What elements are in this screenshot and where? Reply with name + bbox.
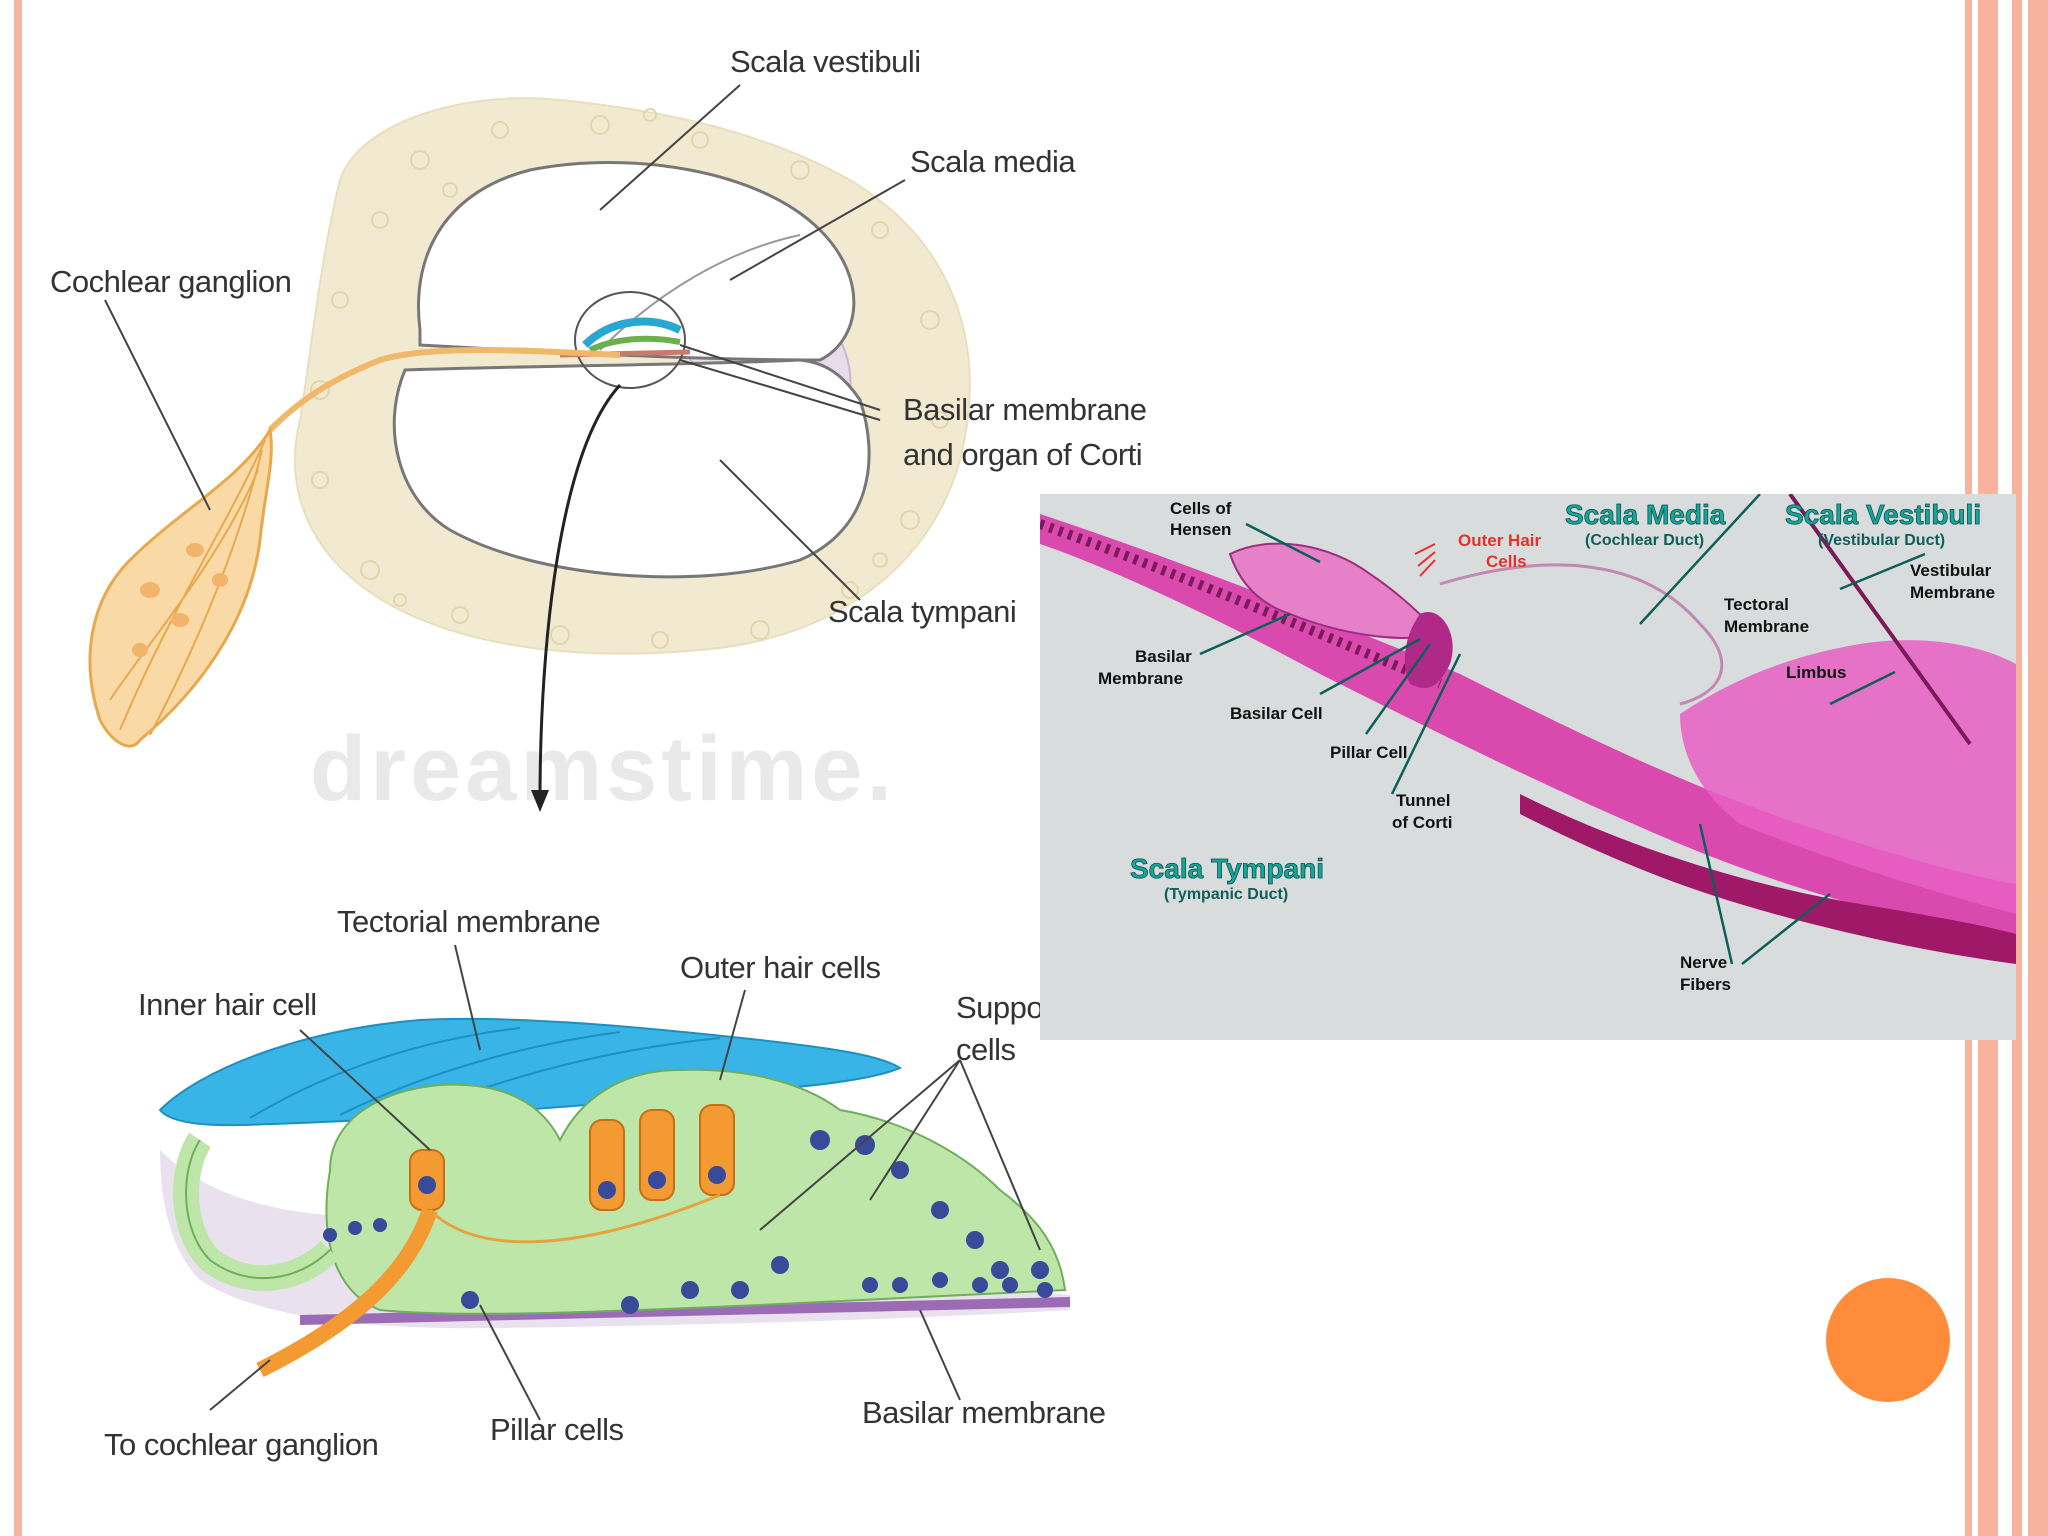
outer-hair-cells	[589, 1104, 735, 1211]
label-scala-tympani-histology: Scala Tympani	[1130, 853, 1324, 884]
scala-vestibuli-chamber	[417, 161, 856, 362]
supporting-tissue	[325, 1068, 1067, 1315]
label-outer-hair-cells-line2: Cells	[1486, 552, 1527, 571]
label-scala-media: Scala media	[910, 144, 1076, 179]
label-pillar-cells: Pillar cells	[490, 1412, 624, 1447]
label-of-corti: of Corti	[1392, 813, 1452, 832]
label-vestibular-duct: (Vestibular Duct)	[1818, 532, 1945, 549]
label-tectoral-membrane: Membrane	[1724, 617, 1809, 636]
afferent-nerve	[256, 1207, 438, 1378]
tectoral-membrane-line	[1439, 563, 1724, 706]
vestibular-membrane-line	[1788, 494, 1972, 746]
label-nerve: Nerve	[1680, 953, 1727, 972]
label-tectorial-membrane: Tectorial membrane	[337, 904, 600, 939]
label-supporting-cells-line2: cells	[956, 1032, 1016, 1067]
label-cells-of: Cells of	[1170, 499, 1232, 518]
label-nerve-fibers: Fibers	[1680, 975, 1731, 994]
label-cochlear-duct: (Cochlear Duct)	[1585, 532, 1704, 549]
accent-circle	[1826, 1278, 1950, 1402]
label-inner-hair-cell: Inner hair cell	[138, 987, 317, 1022]
label-organ-of-corti: and organ of Corti	[903, 437, 1142, 472]
label-tympanic-duct: (Tympanic Duct)	[1164, 886, 1288, 903]
label-vestibular-membrane: Membrane	[1910, 583, 1995, 602]
label-cochlear-ganglion: Cochlear ganglion	[50, 264, 291, 299]
nerve-fiber-band	[1520, 794, 2016, 964]
watermark: dreamstime.	[310, 718, 896, 820]
label-basilar-membrane-bottom: Basilar membrane	[862, 1395, 1106, 1430]
label-scala-media-histology: Scala Media	[1565, 499, 1726, 530]
label-outer-hair: Outer Hair	[1458, 531, 1542, 550]
cochlea-cross-section-diagram: dreamstime.	[50, 44, 1147, 820]
limbus-tissue	[1680, 640, 2016, 914]
organ-of-corti-highlight	[574, 291, 686, 389]
label-outer-hair-cells: Outer hair cells	[680, 950, 880, 985]
organ-of-corti-diagram: Tectorial membrane Outer hair cells Inne…	[104, 904, 1106, 1462]
label-tectoral: Tectoral	[1724, 595, 1789, 614]
label-hensen: Hensen	[1170, 520, 1231, 539]
label-pillar-cell: Pillar Cell	[1330, 743, 1407, 762]
label-basilar: Basilar	[1135, 647, 1192, 666]
label-basilar-membrane: Basilar membrane	[903, 392, 1147, 427]
left-border-stripe	[14, 0, 22, 1536]
label-supporting-cells-line1: Suppo	[956, 990, 1043, 1025]
tectorial-membrane	[158, 1017, 903, 1127]
label-basilar-membrane-histology: Membrane	[1098, 669, 1183, 688]
scala-tympani-chamber	[392, 358, 871, 579]
cochlear-ganglion-shape	[88, 425, 273, 748]
label-basilar-cell: Basilar Cell	[1230, 704, 1323, 723]
label-limbus: Limbus	[1786, 663, 1846, 682]
label-scala-vestibuli-histology: Scala Vestibuli	[1785, 499, 1981, 530]
label-scala-vestibuli: Scala vestibuli	[730, 44, 921, 79]
label-vestibular: Vestibular	[1910, 561, 1992, 580]
histology-micrograph: Cells of Hensen Outer Hair Cells Scala M…	[1040, 494, 2016, 1040]
label-to-cochlear-ganglion: To cochlear ganglion	[104, 1427, 378, 1462]
nerve-fiber	[267, 347, 621, 433]
label-tunnel: Tunnel	[1396, 791, 1450, 810]
label-scala-tympani: Scala tympani	[828, 594, 1016, 629]
